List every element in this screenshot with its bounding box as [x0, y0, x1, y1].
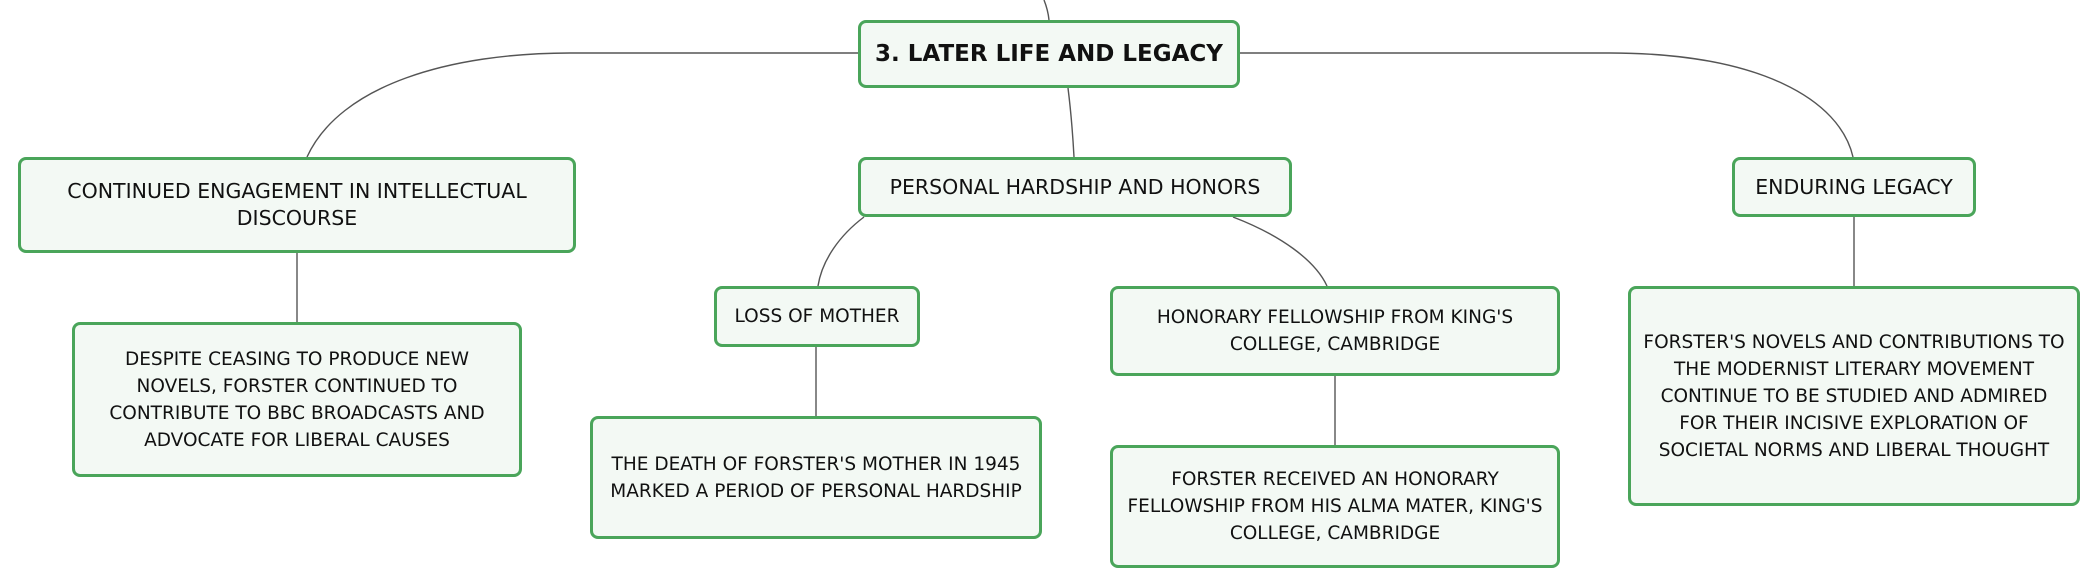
node-honorary-fellowship[interactable]: HONORARY FELLOWSHIP FROM KING'S COLLEGE,… — [1110, 286, 1560, 376]
node-loss-of-mother[interactable]: LOSS OF MOTHER — [714, 286, 920, 347]
edge-personal-hardship-to-fellowship — [1232, 216, 1328, 287]
node-loss-of-mother-detail[interactable]: THE DEATH OF FORSTER'S MOTHER IN 1945 MA… — [590, 416, 1042, 539]
node-enduring-legacy-detail[interactable]: FORSTER'S NOVELS AND CONTRIBUTIONS TO TH… — [1628, 286, 2080, 506]
edge-root-to-personal-hardship — [1067, 87, 1075, 158]
node-enduring-legacy-label: ENDURING LEGACY — [1755, 174, 1953, 199]
node-continued-engagement-detail-text: DESPITE CEASING TO PRODUCE NEW NOVELS, F… — [109, 348, 485, 451]
node-continued-engagement-detail[interactable]: DESPITE CEASING TO PRODUCE NEW NOVELS, F… — [72, 322, 522, 477]
edge-root-to-continued-engagement — [306, 52, 858, 158]
node-enduring-legacy-detail-text: FORSTER'S NOVELS AND CONTRIBUTIONS TO TH… — [1643, 331, 2065, 461]
node-honorary-fellowship-label: HONORARY FELLOWSHIP FROM KING'S COLLEGE,… — [1156, 307, 1514, 355]
node-personal-hardship-label: PERSONAL HARDSHIP AND HONORS — [889, 174, 1261, 199]
node-personal-hardship-and-honors[interactable]: PERSONAL HARDSHIP AND HONORS — [858, 157, 1292, 217]
node-continued-engagement-label: CONTINUED ENGAGEMENT IN INTELLECTUAL DIS… — [67, 179, 527, 230]
node-honorary-fellowship-detail[interactable]: FORSTER RECEIVED AN HONORARY FELLOWSHIP … — [1110, 445, 1560, 568]
edge-personal-hardship-to-loss-of-mother — [817, 216, 865, 287]
node-continued-engagement[interactable]: CONTINUED ENGAGEMENT IN INTELLECTUAL DIS… — [18, 157, 576, 253]
root-node-later-life-and-legacy[interactable]: 3. LATER LIFE AND LEGACY — [858, 20, 1240, 88]
node-honorary-fellowship-detail-text: FORSTER RECEIVED AN HONORARY FELLOWSHIP … — [1127, 469, 1543, 544]
edge-root-to-parent — [1043, 0, 1050, 21]
node-loss-of-mother-label: LOSS OF MOTHER — [734, 306, 900, 327]
node-enduring-legacy[interactable]: ENDURING LEGACY — [1732, 157, 1976, 217]
root-node-label: 3. LATER LIFE AND LEGACY — [875, 40, 1223, 67]
node-loss-of-mother-detail-text: THE DEATH OF FORSTER'S MOTHER IN 1945 MA… — [610, 453, 1022, 502]
edge-root-to-enduring-legacy — [1240, 52, 1854, 158]
